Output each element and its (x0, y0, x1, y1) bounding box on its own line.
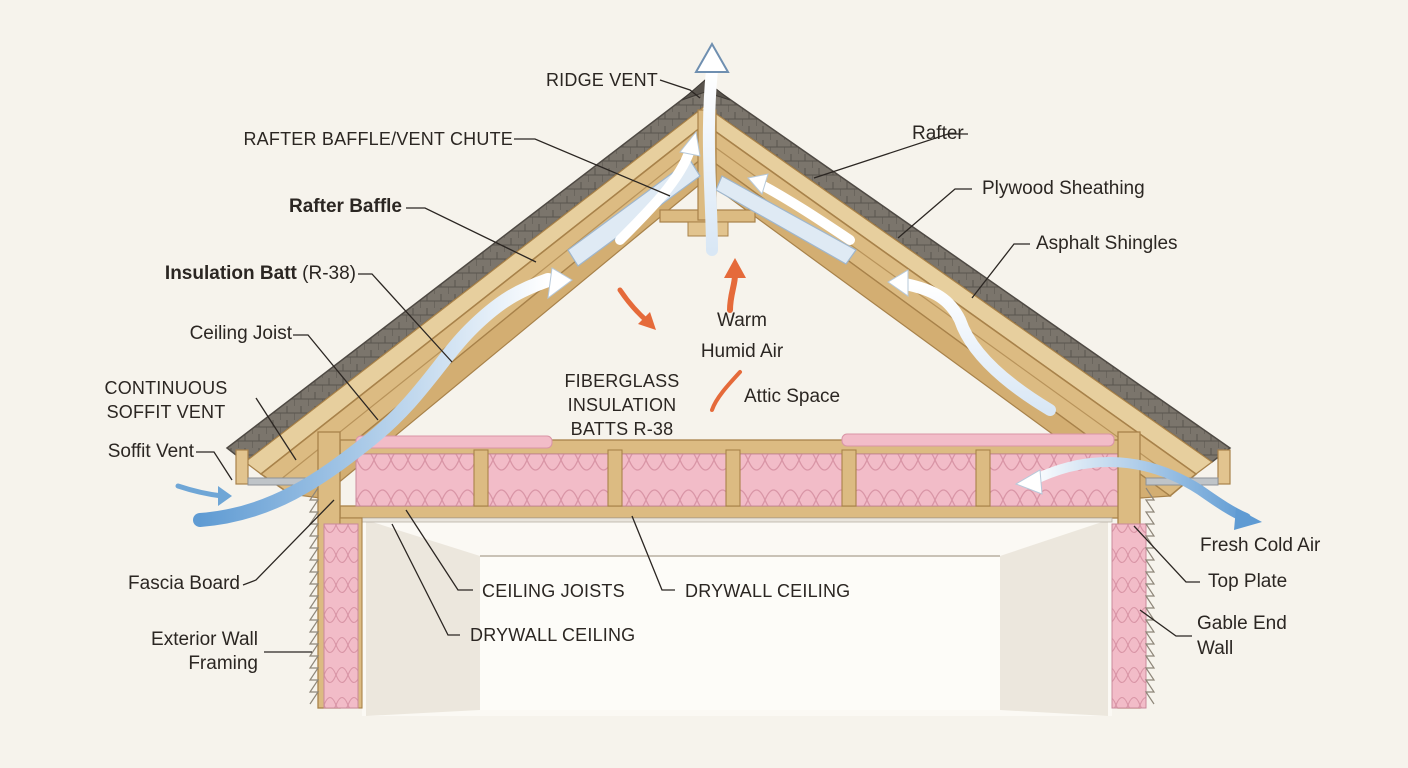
label-continuous-soffit-vent-1: CONTINUOUS (104, 378, 228, 398)
bottom-joist (339, 505, 1133, 519)
label-rafter-baffle-vent-chute: RAFTER BAFFLE/VENT CHUTE (243, 129, 513, 149)
leader-lines (196, 79, 1200, 653)
room-interior (362, 516, 1112, 716)
label-fresh-cold-air: Fresh Cold Air (1200, 535, 1321, 556)
label-plywood-sheathing: Plywood Sheathing (982, 178, 1145, 199)
label-gable-end-wall-1: Gable End (1197, 613, 1287, 634)
label-fiberglass-1: FIBERGLASS (564, 371, 680, 391)
label-insulation-batt: Insulation Batt (R-38) (120, 262, 356, 286)
airflow-arrows (175, 41, 1262, 530)
label-top-plate: Top Plate (1208, 571, 1288, 592)
wall-framing (308, 431, 1156, 709)
label-rafter-baffle: Rafter Baffle (289, 196, 402, 217)
label-ceiling-joists: CEILING JOISTS (482, 581, 625, 601)
ceiling-assembly (339, 433, 1133, 523)
insulation-batt-name: Insulation Batt (164, 263, 297, 284)
label-fiberglass-3: BATTS R-38 (570, 419, 674, 439)
warm-air-arrow (727, 272, 738, 313)
label-drywall-ceiling-left: DRYWALL CEILING (470, 625, 636, 645)
label-warm-humid-air-1: Warm (717, 310, 767, 331)
fascia-board-left (235, 449, 249, 485)
soffit-intake-arrow (193, 273, 555, 527)
label-warm-humid-air-2: Humid Air (700, 341, 784, 362)
rafter-baffle-right (715, 175, 857, 265)
fresh-cold-air-arrow (1025, 457, 1251, 523)
fascia-board-right (1217, 449, 1231, 485)
label-ceiling-joist: Ceiling Joist (189, 323, 292, 344)
label-continuous-soffit-vent-2: SOFFIT VENT (106, 402, 226, 422)
label-soffit-vent: Soffit Vent (107, 441, 194, 462)
insulation-batt-rating: (R-38) (302, 263, 356, 284)
ridge-exhaust-arrow (702, 64, 718, 256)
label-exterior-wall-framing-2: Framing (188, 653, 258, 674)
label-fascia-board: Fascia Board (128, 573, 240, 594)
label-exterior-wall-framing-1: Exterior Wall (151, 629, 258, 650)
label-drywall-ceiling-center: DRYWALL CEILING (685, 581, 851, 601)
label-gable-end-wall-2: Wall (1197, 638, 1234, 659)
label-rafter: Rafter (912, 123, 964, 144)
label-fiberglass-2: INSULATION (567, 395, 677, 415)
drywall-ceiling (359, 517, 1113, 523)
label-ridge-vent: RIDGE VENT (545, 70, 658, 90)
label-asphalt-shingles: Asphalt Shingles (1036, 233, 1178, 254)
label-attic-space: Attic Space (744, 386, 841, 407)
